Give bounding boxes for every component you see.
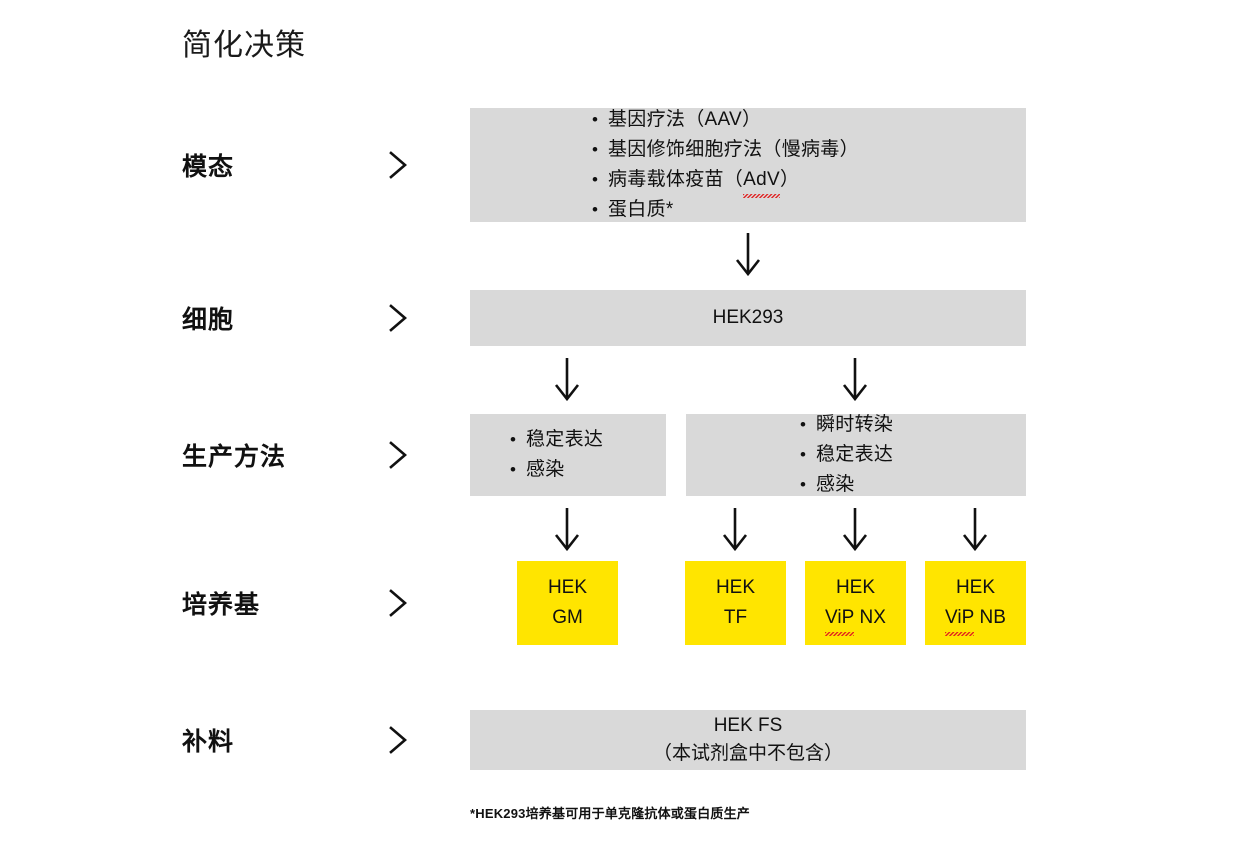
modality-list: • 基因疗法（AAV） • 基因修饰细胞疗法（慢病毒） • 病毒载体疫苗（AdV… — [592, 108, 859, 222]
production-method-item-text: 稳定表达 — [816, 444, 894, 465]
modality-item-text: 基因修饰细胞疗法（慢病毒） — [608, 138, 859, 160]
feed-name-line1: HEK FS — [713, 715, 783, 737]
medium-box-hek-tf[interactable]: HEK TF — [685, 561, 786, 645]
production-method-right-list: • 瞬时转染 • 稳定表达 • 感染 — [800, 414, 893, 496]
modality-item-prefix: 病毒载体疫苗（ — [608, 169, 744, 190]
row-label-feed[interactable]: 补料 — [182, 720, 412, 760]
list-item: • 基因修饰细胞疗法（慢病毒） — [592, 135, 859, 165]
medium-name-line2: ViP NB — [945, 604, 1006, 635]
chevron-right-icon — [389, 441, 407, 469]
chevron-right-icon — [389, 151, 407, 179]
footnote: *HEK293培养基可用于单克隆抗体或蛋白质生产 — [470, 806, 750, 821]
down-arrow-icon — [962, 508, 988, 552]
down-arrow-icon — [722, 508, 748, 552]
modality-item-text: 蛋白质* — [608, 199, 674, 221]
medium-box-hek-vip-nb[interactable]: HEK ViP NB — [925, 561, 1026, 645]
chevron-right-icon — [389, 726, 407, 754]
cell-box: HEK293 — [470, 290, 1026, 346]
medium-name-line2: ViP NX — [825, 604, 886, 635]
medium-name-line1: HEK — [715, 576, 756, 598]
row-label-feed-text: 补料 — [182, 728, 235, 756]
bullet-icon: • — [800, 475, 806, 495]
modality-item-suffix: ） — [779, 169, 800, 190]
bullet-icon: • — [592, 200, 598, 220]
bullet-icon: • — [510, 429, 516, 449]
production-method-item-text: 感染 — [526, 459, 565, 480]
medium-box-hek-gm[interactable]: HEK GM — [517, 561, 618, 645]
medium-name-line1: HEK — [835, 576, 876, 598]
row-label-modality-text: 模态 — [182, 153, 235, 181]
list-item: • 稳定表达 — [800, 440, 893, 470]
list-item: • 病毒载体疫苗（AdV） — [592, 165, 859, 199]
production-method-item-text: 感染 — [816, 474, 855, 496]
medium-name-line2: TF — [723, 607, 748, 628]
modality-box: • 基因疗法（AAV） • 基因修饰细胞疗法（慢病毒） • 病毒载体疫苗（AdV… — [470, 108, 1026, 222]
medium-name-line1: HEK — [955, 576, 996, 598]
medium-name-line1: HEK — [547, 576, 588, 598]
list-item: • 蛋白质* — [592, 195, 859, 225]
down-arrow-icon — [554, 358, 580, 402]
medium-box-hek-vip-nx[interactable]: HEK ViP NX — [805, 561, 906, 645]
medium-name-line2: GM — [552, 607, 583, 628]
row-label-medium[interactable]: 培养基 — [182, 583, 412, 623]
bullet-icon: • — [800, 414, 806, 434]
bullet-icon: • — [592, 139, 598, 159]
bullet-icon: • — [510, 460, 516, 479]
down-arrow-icon — [554, 508, 580, 552]
list-item: • 感染 — [510, 455, 603, 485]
down-arrow-icon — [842, 358, 868, 402]
list-item: • 基因疗法（AAV） — [592, 105, 859, 135]
bullet-icon: • — [800, 445, 806, 464]
production-method-box-left: • 稳定表达 • 感染 — [470, 414, 666, 496]
bullet-icon: • — [592, 170, 598, 189]
down-arrow-icon — [842, 508, 868, 552]
row-label-modality[interactable]: 模态 — [182, 145, 412, 185]
medium-name-suffix: NB — [974, 607, 1006, 628]
medium-name-suffix: NX — [854, 607, 886, 628]
list-item: • 瞬时转染 — [800, 410, 893, 440]
modality-item-text: 基因疗法（AAV） — [608, 108, 762, 130]
spellcheck-misspelled-word: ViP — [945, 604, 975, 635]
spellcheck-misspelled-word: AdV — [743, 165, 780, 199]
modality-item-text: 病毒载体疫苗（AdV） — [608, 165, 800, 199]
feed-note-line2: （本试剂盒中不包含） — [652, 743, 843, 764]
chevron-right-icon — [389, 304, 407, 332]
row-label-production-method[interactable]: 生产方法 — [182, 435, 412, 475]
production-method-left-list: • 稳定表达 • 感染 — [510, 414, 603, 496]
page-title: 简化决策 — [182, 29, 306, 62]
row-label-medium-text: 培养基 — [182, 591, 261, 619]
cell-name-text: HEK293 — [712, 307, 784, 329]
production-method-box-right: • 瞬时转染 • 稳定表达 • 感染 — [686, 414, 1026, 496]
row-label-cell-text: 细胞 — [182, 306, 235, 334]
list-item: • 稳定表达 — [510, 425, 603, 455]
chevron-right-icon — [389, 589, 407, 617]
row-label-cell[interactable]: 细胞 — [182, 298, 412, 338]
row-label-production-method-text: 生产方法 — [182, 443, 287, 471]
bullet-icon: • — [592, 109, 598, 129]
feed-box: HEK FS （本试剂盒中不包含） — [470, 710, 1026, 770]
production-method-item-text: 瞬时转染 — [816, 413, 894, 435]
down-arrow-icon — [735, 233, 761, 277]
production-method-item-text: 稳定表达 — [526, 428, 604, 450]
spellcheck-misspelled-word: ViP — [825, 604, 855, 635]
list-item: • 感染 — [800, 470, 893, 500]
